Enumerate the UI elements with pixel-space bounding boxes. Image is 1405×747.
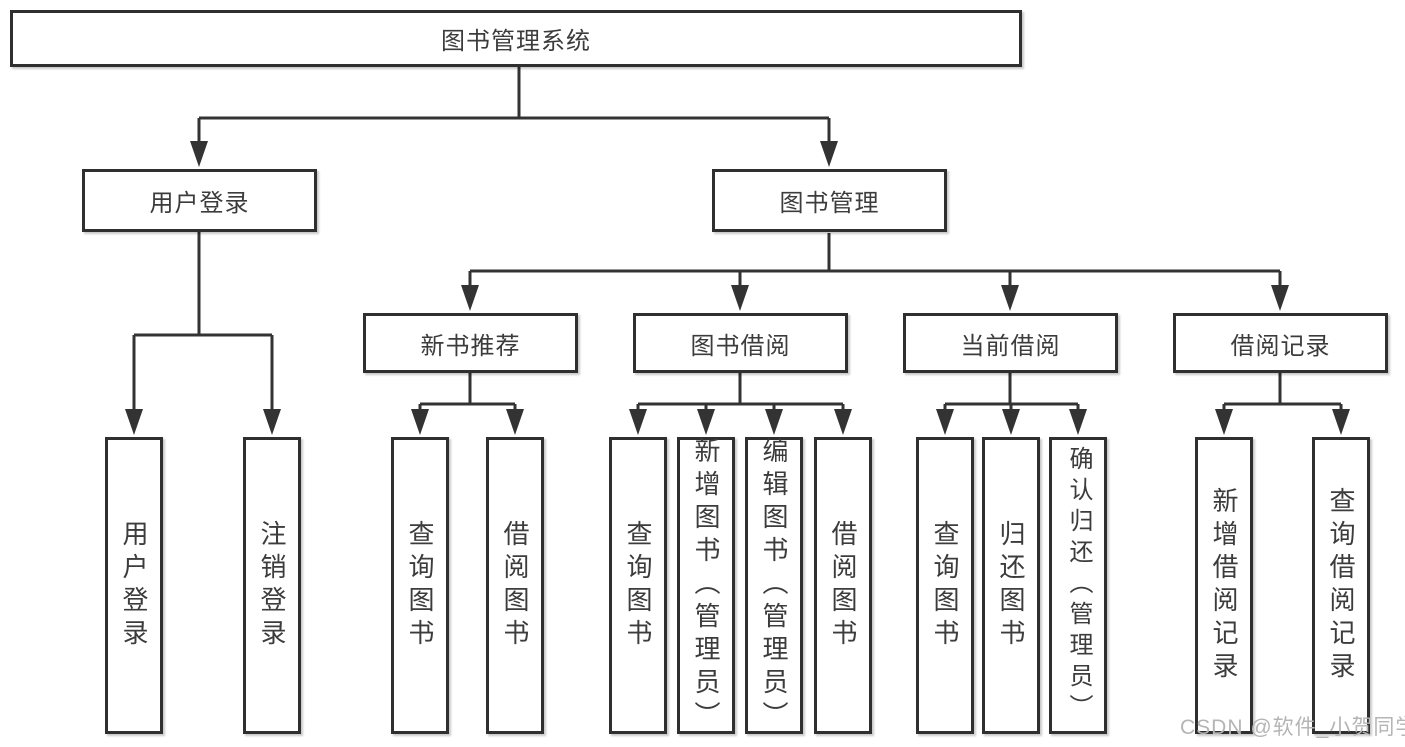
- connector-userlogin-to-leaves: [132, 232, 274, 411]
- node-user-login: 用户登录: [82, 169, 317, 232]
- node-leaf-query-books-1: 查询图书: [391, 437, 449, 734]
- arrow-down-icon: [1215, 409, 1233, 435]
- arrow-down-icon: [1001, 285, 1019, 311]
- arrow-down-icon: [820, 141, 838, 167]
- node-label: 借阅图书: [828, 519, 858, 652]
- node-leaf-query-books-2: 查询图书: [609, 437, 667, 734]
- connector-root-to-level2: [197, 67, 831, 143]
- node-leaf-logout: 注销登录: [243, 437, 301, 734]
- node-label: 图书管理: [779, 190, 880, 217]
- arrow-down-icon: [629, 409, 647, 435]
- node-label: 新书推荐: [420, 332, 521, 360]
- node-label: 用户登录: [119, 519, 149, 652]
- node-leaf-query-books-3: 查询图书: [916, 437, 974, 734]
- node-label: 归还图书: [996, 519, 1026, 652]
- connector-record-to-leaves: [1222, 373, 1343, 411]
- node-label: 图书借阅: [690, 332, 791, 360]
- node-label: 确认归还（管理员）: [1065, 446, 1092, 725]
- node-leaf-confirm-return-admin: 确认归还（管理员）: [1049, 437, 1107, 734]
- node-leaf-query-borrow-record: 查询借阅记录: [1312, 437, 1370, 734]
- connector-bookmgmt-to-level3: [468, 233, 1282, 287]
- node-leaf-return-books: 归还图书: [982, 437, 1040, 734]
- node-current-borrowing: 当前借阅: [903, 313, 1118, 373]
- node-new-book-recommend: 新书推荐: [363, 313, 578, 373]
- node-leaf-edit-books-admin: 编辑图书（管理员）: [745, 437, 803, 734]
- node-leaf-add-books-admin: 新增图书（管理员）: [677, 437, 735, 734]
- node-label: 注销登录: [257, 519, 287, 652]
- node-label: 借阅记录: [1230, 332, 1331, 360]
- arrow-down-icon: [461, 285, 479, 311]
- node-leaf-user-login: 用户登录: [105, 437, 163, 734]
- arrow-down-icon: [411, 409, 429, 435]
- arrow-down-icon: [834, 409, 852, 435]
- arrow-down-icon: [731, 285, 749, 311]
- arrowheads: [125, 141, 1350, 435]
- arrow-down-icon: [697, 409, 715, 435]
- node-label: 查询图书: [623, 519, 653, 652]
- arrow-down-icon: [1332, 409, 1350, 435]
- node-label: 查询图书: [405, 519, 435, 652]
- arrow-down-icon: [506, 409, 524, 435]
- node-label: 借阅图书: [500, 519, 530, 652]
- node-leaf-borrow-books-2: 借阅图书: [814, 437, 872, 734]
- node-label: 编辑图书（管理员）: [759, 437, 789, 734]
- arrow-down-icon: [263, 409, 281, 435]
- connector-borrow-to-leaves: [636, 373, 845, 411]
- node-label: 当前借阅: [960, 332, 1061, 360]
- arrow-down-icon: [765, 409, 783, 435]
- watermark: CSDN @软件_小贺同学: [1180, 716, 1405, 739]
- node-leaf-borrow-books-1: 借阅图书: [486, 437, 544, 734]
- arrow-down-icon: [125, 409, 143, 435]
- node-label: 用户登录: [149, 190, 250, 217]
- arrow-down-icon: [1069, 409, 1087, 435]
- arrow-down-icon: [190, 141, 208, 167]
- node-leaf-add-borrow-record: 新增借阅记录: [1195, 437, 1253, 734]
- node-label: 新增借阅记录: [1209, 486, 1239, 685]
- node-label: 查询借阅记录: [1326, 486, 1356, 685]
- connector-newbook-to-leaves: [418, 373, 517, 411]
- arrow-down-icon: [1002, 409, 1020, 435]
- node-label: 新增图书（管理员）: [691, 437, 721, 734]
- arrow-down-icon: [1271, 285, 1289, 311]
- node-label: 图书管理系统: [441, 28, 591, 55]
- node-book-management: 图书管理: [712, 169, 947, 232]
- node-label: 查询图书: [930, 519, 960, 652]
- node-borrowing-records: 借阅记录: [1173, 313, 1388, 373]
- connector-paths: [132, 67, 1343, 411]
- node-book-borrowing: 图书借阅: [633, 313, 848, 373]
- connector-current-to-leaves: [943, 373, 1080, 411]
- node-library-system: 图书管理系统: [10, 10, 1022, 67]
- arrow-down-icon: [936, 409, 954, 435]
